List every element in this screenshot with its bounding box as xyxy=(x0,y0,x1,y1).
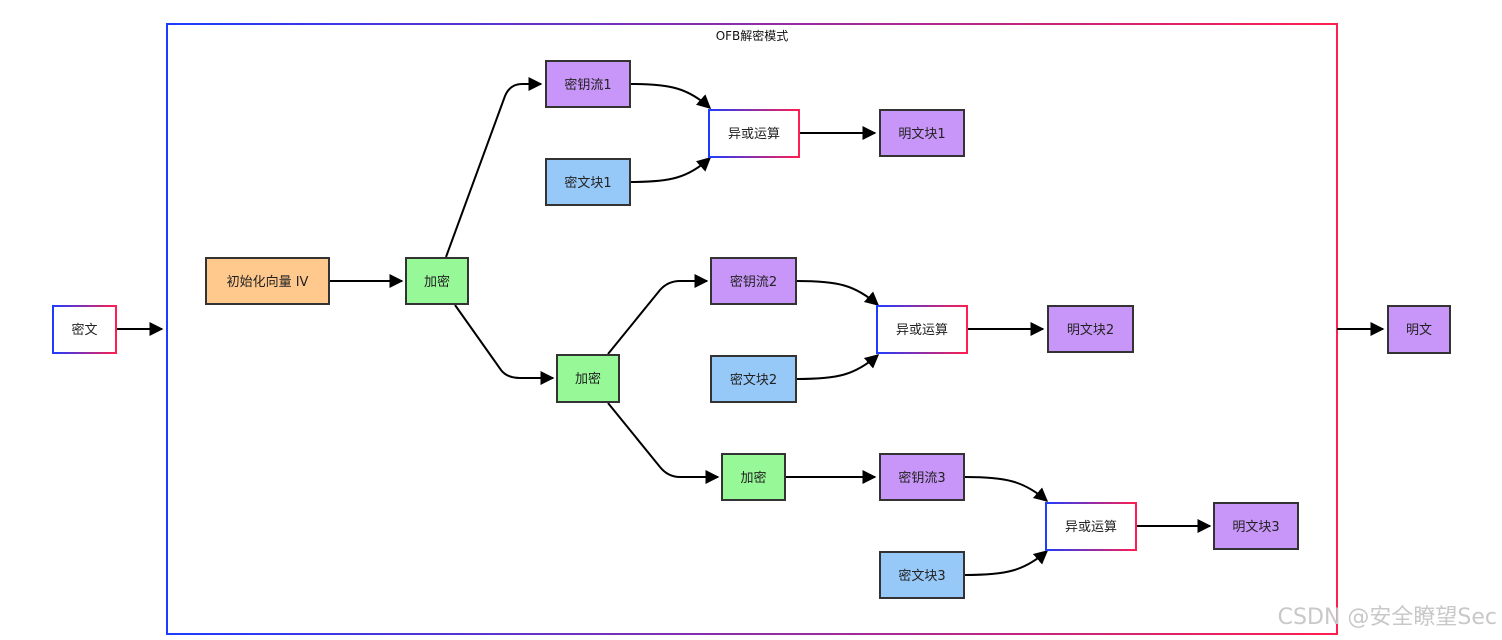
node-keystream-3: 密钥流3 xyxy=(879,453,965,501)
svg-text:密钥流2: 密钥流2 xyxy=(730,274,777,290)
node-plainblock-2: 明文块2 xyxy=(1047,305,1134,353)
node-encrypt-2: 加密 xyxy=(556,354,620,403)
node-xor-1: 异或运算 xyxy=(708,109,800,158)
svg-text:密文块3: 密文块3 xyxy=(898,568,945,584)
svg-text:明文块2: 明文块2 xyxy=(1067,323,1114,338)
node-plaintext: 明文 xyxy=(1387,305,1451,354)
nodes: 密文 明文 初始化向量 IV 加密 密钥流1 密文块1 异或运算 xyxy=(52,60,1451,599)
node-keystream-2: 密钥流2 xyxy=(710,257,797,305)
svg-text:密文: 密文 xyxy=(71,322,97,338)
node-plainblock-1: 明文块1 xyxy=(879,109,965,157)
svg-text:异或运算: 异或运算 xyxy=(896,323,948,338)
svg-text:密钥流1: 密钥流1 xyxy=(564,77,611,93)
edges xyxy=(117,77,1385,576)
svg-text:加密: 加密 xyxy=(424,274,450,290)
edge-keystream1-xor1 xyxy=(630,83,712,109)
watermark: CSDN @安全瞭望Sec xyxy=(1278,605,1497,630)
node-iv: 初始化向量 IV xyxy=(205,257,330,305)
edge-cipherblock1-xor1 xyxy=(630,157,712,183)
node-xor-3: 异或运算 xyxy=(1045,502,1137,551)
edge-keystream2-xor2 xyxy=(796,280,880,306)
node-plainblock-3: 明文块3 xyxy=(1213,502,1299,550)
node-ciphertext: 密文 xyxy=(52,305,117,354)
svg-text:初始化向量 IV: 初始化向量 IV xyxy=(227,274,309,290)
svg-text:明文块3: 明文块3 xyxy=(1232,520,1279,535)
node-keystream-1: 密钥流1 xyxy=(545,60,631,108)
svg-text:加密: 加密 xyxy=(740,470,766,486)
edge-keystream3-xor3 xyxy=(964,476,1049,502)
node-encrypt-1: 加密 xyxy=(405,257,469,305)
node-cipherblock-1: 密文块1 xyxy=(545,158,631,206)
diagram-title: OFB解密模式 xyxy=(716,28,789,43)
edge-cipherblock3-xor3 xyxy=(964,550,1049,576)
node-cipherblock-2: 密文块2 xyxy=(710,355,797,403)
edge-encrypt2-encrypt3 xyxy=(607,402,720,484)
edge-encrypt1-encrypt2 xyxy=(454,304,555,385)
svg-text:明文块1: 明文块1 xyxy=(898,127,945,142)
node-xor-2: 异或运算 xyxy=(876,305,968,354)
edge-encrypt1-keystream1 xyxy=(445,77,543,258)
svg-text:密文块2: 密文块2 xyxy=(730,372,777,388)
svg-text:密钥流3: 密钥流3 xyxy=(898,470,945,486)
svg-text:明文: 明文 xyxy=(1406,323,1432,338)
svg-text:异或运算: 异或运算 xyxy=(728,127,780,142)
svg-text:加密: 加密 xyxy=(575,371,601,387)
edge-encrypt2-keystream2 xyxy=(607,274,709,355)
svg-text:异或运算: 异或运算 xyxy=(1065,520,1117,535)
edge-cipherblock2-xor2 xyxy=(796,354,880,380)
node-encrypt-3: 加密 xyxy=(721,453,786,501)
node-cipherblock-3: 密文块3 xyxy=(879,551,965,599)
svg-text:密文块1: 密文块1 xyxy=(564,175,611,191)
